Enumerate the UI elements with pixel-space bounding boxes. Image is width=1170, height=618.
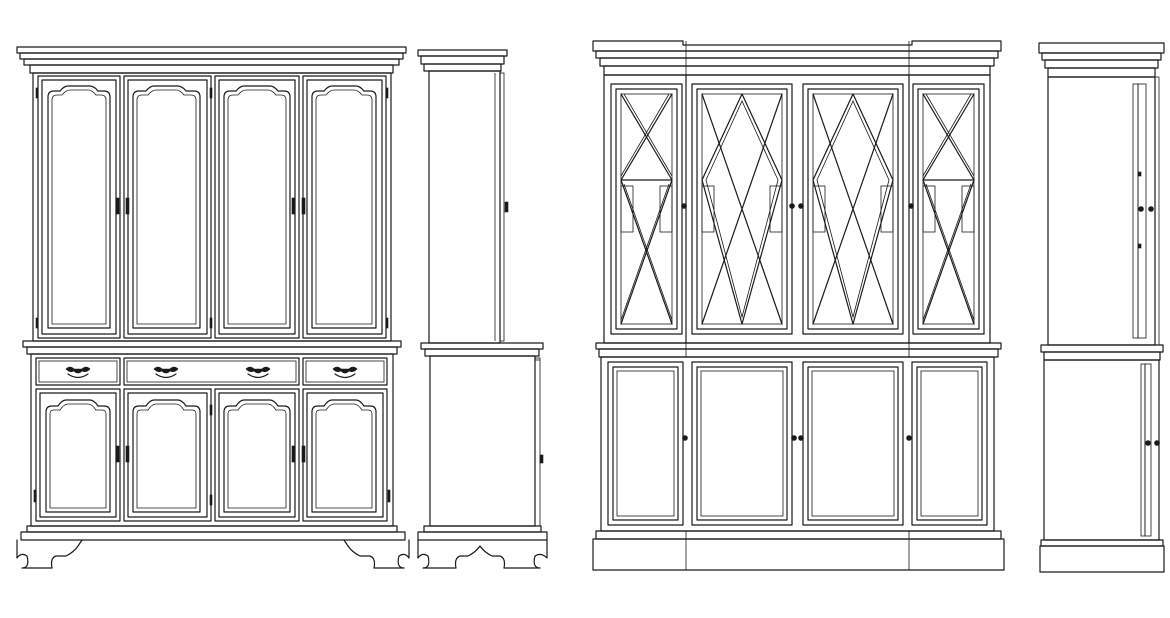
hutch-crown-cornice (16, 46, 407, 74)
hutch-lower-door (123, 388, 212, 522)
hutch-drawer (35, 357, 121, 386)
keyhole-icon (798, 435, 804, 441)
knob-icon (1148, 206, 1154, 212)
hutch-bracket-feet (16, 539, 410, 569)
breakfront-lower-door (607, 361, 684, 526)
breakfront-glazed-door (802, 83, 904, 335)
breakfront-glazed-door (691, 83, 793, 335)
breakfront-side-lower-panel (1043, 359, 1160, 541)
hutch-drawer (302, 357, 388, 386)
breakfront-glazed-doors (610, 83, 985, 335)
breakfront-lower-doors (607, 361, 988, 526)
hutch-upper-doors (37, 75, 387, 339)
hutch-side-pull (504, 201, 509, 213)
hutch-upper-door (37, 75, 121, 339)
hutch-lower-door (302, 388, 388, 522)
breakfront-upper-keyholes (681, 203, 914, 209)
breakfront-lower-door (911, 361, 988, 526)
hutch-side-base (417, 525, 548, 569)
breakfront-side-crown (1038, 42, 1165, 78)
keyhole-icon (791, 435, 797, 441)
bail-pull-icon (153, 366, 179, 379)
hutch-upper-case (32, 72, 392, 342)
breakfront-lower-door (802, 361, 904, 526)
hutch-lower-door (35, 388, 121, 522)
hutch-base-plinth (20, 525, 406, 541)
bail-pull-icon (245, 366, 271, 379)
hutch-side-upper-panel (428, 70, 501, 344)
hutch-upper-door (302, 75, 387, 339)
breakfront-lower-case (600, 356, 995, 532)
breakfront-lower-door (691, 361, 793, 526)
breakfront-side-waist (1040, 344, 1164, 361)
breakfront-side-upper-panel (1047, 76, 1156, 346)
bail-pull-icon (332, 366, 358, 379)
georgian-breakfront-front-elevation (592, 40, 1005, 571)
hutch-drawers (35, 357, 388, 386)
georgian-breakfront-side-elevation (1038, 42, 1165, 573)
hutch-lower-door-pulls (33, 404, 391, 506)
knob-icon (1138, 206, 1144, 212)
breakfront-crown-cornice (592, 40, 1002, 76)
keyhole-icon (908, 203, 914, 209)
keyhole-icon (681, 203, 687, 209)
breakfront-glazed-door (912, 83, 985, 335)
hutch-upper-door (214, 75, 300, 339)
traditional-hutch-front-elevation (16, 46, 410, 569)
hutch-drawer (123, 357, 300, 386)
keyhole-icon (682, 435, 688, 441)
breakfront-lower-keyholes (682, 435, 912, 441)
hutch-waist-moulding (22, 340, 402, 355)
hutch-side-lower-panel (429, 355, 536, 527)
hutch-side-lower-pull (539, 454, 544, 464)
keyhole-icon (906, 435, 912, 441)
hutch-side-crown (417, 49, 508, 72)
keyhole-icon (798, 203, 804, 209)
breakfront-glazed-door (610, 83, 683, 335)
hutch-lower-door (214, 388, 300, 522)
hutch-drawer-bail-pulls (65, 366, 358, 379)
breakfront-plinth (592, 530, 1005, 571)
hutch-upper-door (123, 75, 212, 339)
traditional-hutch-side-elevation (417, 49, 548, 569)
keyhole-icon (789, 203, 795, 209)
knob-icon (1145, 440, 1151, 446)
knob-icon (1154, 440, 1160, 446)
hutch-upper-door-pulls (35, 87, 389, 329)
breakfront-side-plinth (1039, 539, 1165, 573)
breakfront-waist-moulding (595, 342, 1002, 358)
hutch-side-waist (420, 342, 544, 357)
bail-pull-icon (65, 366, 91, 379)
